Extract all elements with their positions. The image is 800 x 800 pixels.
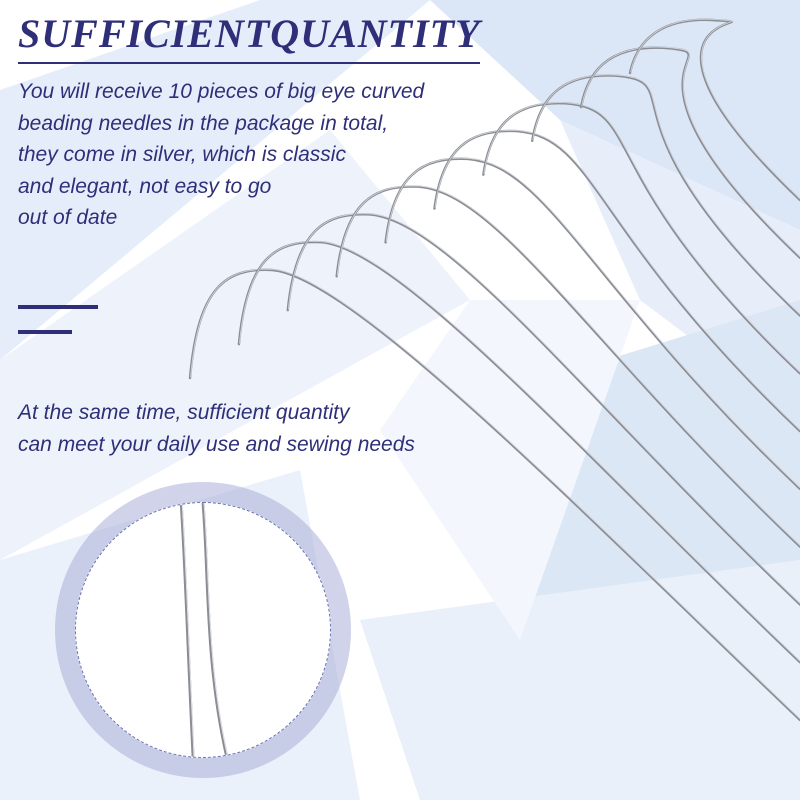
headline-underline bbox=[18, 62, 480, 64]
curved-needle bbox=[335, 185, 800, 548]
curved-needle-highlight bbox=[239, 241, 800, 662]
zoom-lens-inner bbox=[75, 502, 331, 758]
curved-needle-highlight bbox=[385, 157, 800, 489]
zoomed-needle bbox=[179, 503, 195, 757]
bg-shard bbox=[430, 0, 800, 230]
curved-needle-highlight bbox=[532, 74, 800, 315]
description-line: You will receive 10 pieces of big eye cu… bbox=[18, 80, 425, 103]
description-line: and elegant, not easy to go bbox=[18, 174, 272, 198]
decorative-dash bbox=[18, 330, 72, 334]
headline: SUFFICIENTQUANTITY bbox=[18, 11, 481, 56]
bg-shard bbox=[0, 130, 470, 560]
curved-needle-highlight bbox=[287, 213, 800, 604]
curved-needle bbox=[384, 157, 800, 491]
curved-needle-highlight bbox=[434, 130, 800, 431]
zoomed-needle bbox=[201, 503, 229, 757]
zoomed-needle-highlight bbox=[181, 503, 195, 757]
curved-needle bbox=[433, 129, 800, 433]
curved-needle-highlight bbox=[190, 268, 800, 720]
zoom-lens bbox=[55, 482, 351, 778]
description-line: beading needles in the package in total, bbox=[18, 111, 389, 135]
usage-line: At the same time, sufficient quantity bbox=[18, 401, 350, 424]
zoomed-needles bbox=[179, 503, 229, 757]
description-line: they come in silver, which is classic bbox=[18, 143, 346, 166]
bg-shard bbox=[360, 560, 800, 800]
usage-line: can meet your daily use and sewing needs bbox=[18, 432, 415, 456]
decorative-dash bbox=[18, 305, 98, 309]
curved-needle-highlight bbox=[336, 185, 800, 547]
curved-needle bbox=[531, 74, 800, 317]
zoomed-needle-highlight bbox=[203, 503, 229, 757]
curved-needle-highlight bbox=[630, 18, 800, 200]
curved-needle bbox=[579, 46, 800, 259]
description-line: out of date bbox=[18, 206, 118, 229]
description-paragraph: You will receive 10 pieces of big eye cu… bbox=[18, 76, 424, 234]
usage-paragraph: At the same time, sufficient quantity ca… bbox=[18, 397, 415, 460]
bg-shard bbox=[0, 0, 430, 360]
curved-needle-highlight bbox=[581, 46, 800, 258]
curved-needle-highlight bbox=[483, 102, 800, 373]
